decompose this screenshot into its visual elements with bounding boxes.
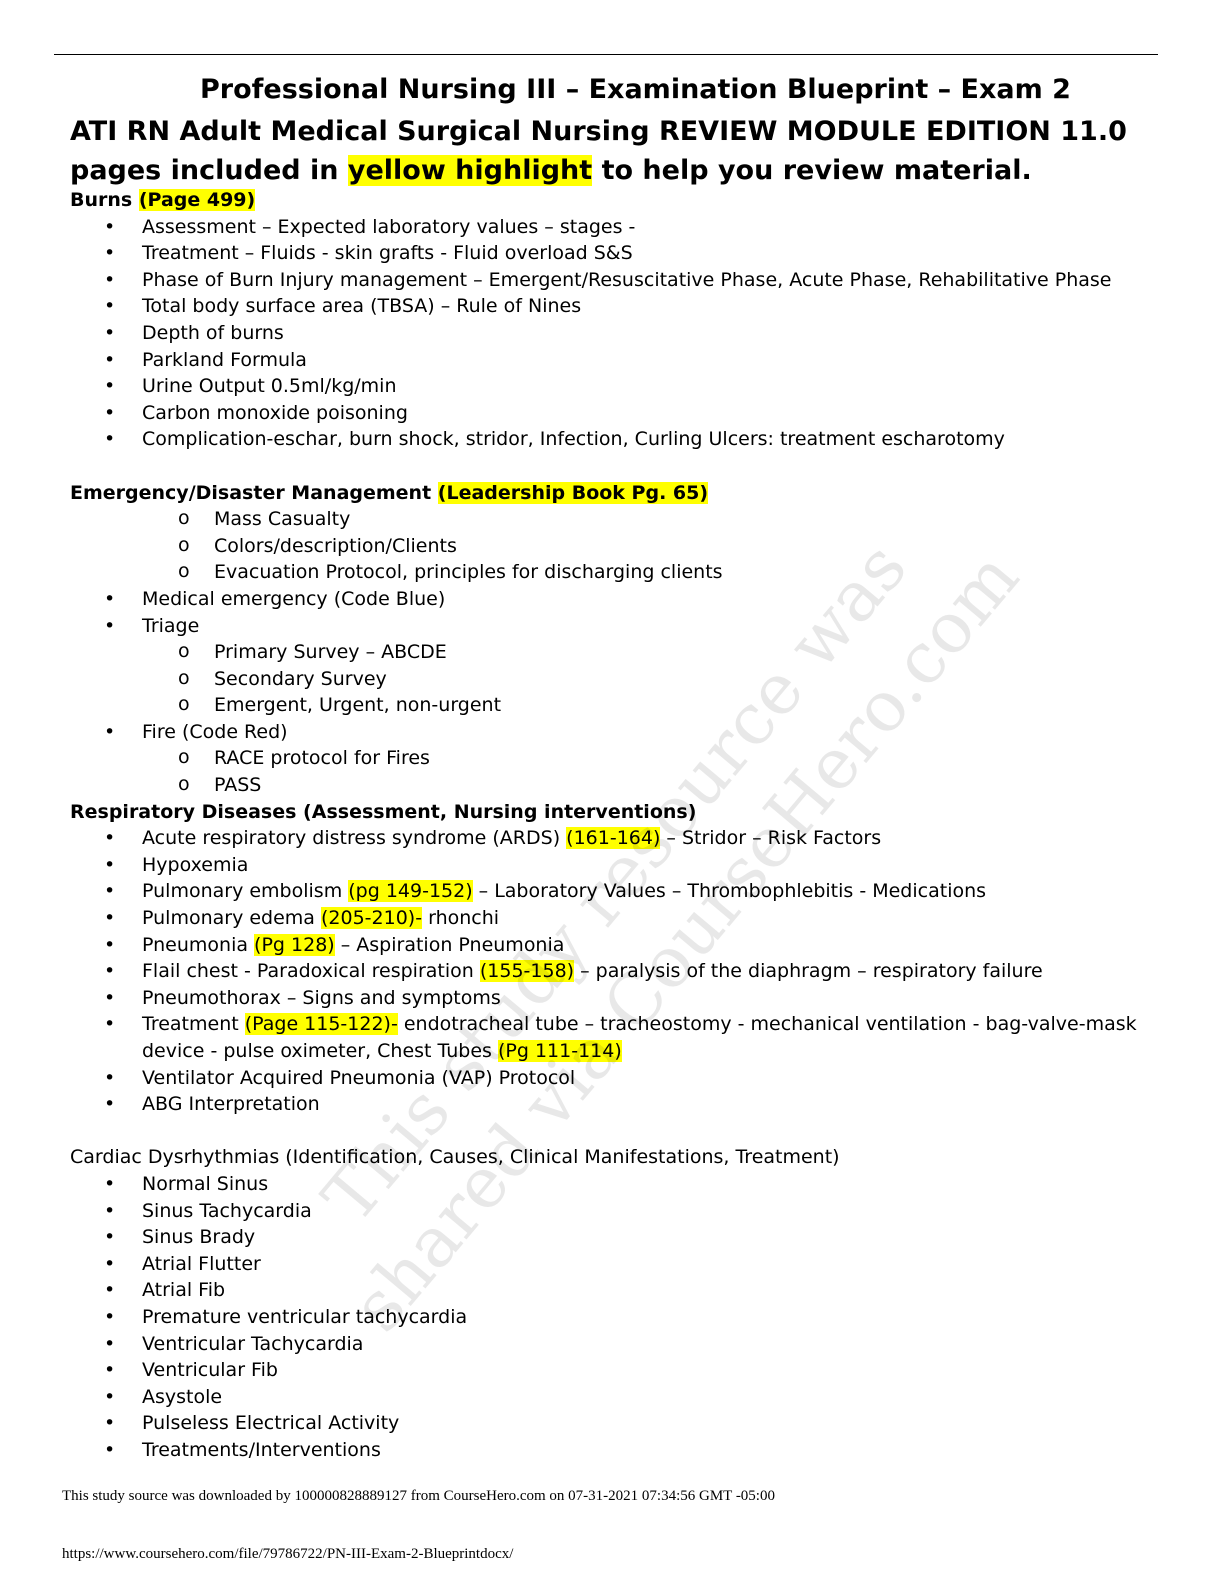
- emergency-page-ref: (Leadership Book Pg. 65): [437, 481, 709, 504]
- source-url[interactable]: https://www.coursehero.com/file/79786722…: [62, 1546, 514, 1562]
- list-item: ABG Interpretation: [70, 1091, 1150, 1118]
- burns-heading: Burns (Page 499): [70, 187, 1150, 214]
- subtitle-highlight: yellow highlight: [347, 155, 593, 186]
- item-text: Acute respiratory distress syndrome (ARD…: [142, 827, 567, 850]
- emergency-list: Medical emergency (Code Blue) Triage: [70, 586, 1150, 639]
- list-item: Complication-eschar, burn shock, stridor…: [70, 426, 1150, 453]
- list-item: Secondary Survey: [70, 665, 1150, 693]
- list-item: Treatment – Fluids - skin grafts - Fluid…: [70, 240, 1150, 267]
- burns-page-ref: (Page 499): [138, 189, 256, 211]
- page-ref-highlight: (161-164): [566, 827, 661, 850]
- list-item: Mass Casualty: [70, 505, 1150, 533]
- cardiac-heading: Cardiac Dysrhythmias (Identification, Ca…: [70, 1146, 840, 1169]
- list-item: Evacuation Protocol, principles for disc…: [70, 558, 1150, 586]
- respiratory-heading: Respiratory Diseases (Assessment, Nursin…: [70, 800, 697, 823]
- list-item: Carbon monoxide poisoning: [70, 400, 1150, 427]
- list-item: Urine Output 0.5ml/kg/min: [70, 373, 1150, 400]
- list-item: Atrial Fib: [70, 1277, 1150, 1304]
- list-item: Pneumonia (Pg 128) – Aspiration Pneumoni…: [70, 932, 1150, 959]
- document-title: Professional Nursing III – Examination B…: [200, 74, 1071, 105]
- respiratory-list: Acute respiratory distress syndrome (ARD…: [70, 825, 1150, 1118]
- list-item: Medical emergency (Code Blue): [70, 586, 1150, 613]
- list-item: PASS: [70, 771, 1150, 799]
- page-ref-highlight: (Pg 111-114): [497, 1040, 622, 1062]
- list-item: Normal Sinus: [70, 1171, 1150, 1198]
- list-item: Parkland Formula: [70, 347, 1150, 374]
- item-text: Flail chest - Paradoxical respiration: [142, 960, 480, 983]
- list-item: Pulmonary edema (205-210)- rhonchi: [70, 905, 1150, 932]
- page-ref-highlight: (205-210)-: [321, 907, 423, 930]
- list-item: Pulseless Electrical Activity: [70, 1410, 1150, 1437]
- list-item: Premature ventricular tachycardia: [70, 1304, 1150, 1331]
- document-body: Burns (Page 499) Assessment – Expected l…: [70, 187, 1150, 1464]
- emergency-sub-list: Mass Casualty Colors/description/Clients…: [70, 505, 1150, 586]
- list-item: Colors/description/Clients: [70, 532, 1150, 560]
- list-item: Sinus Tachycardia: [70, 1198, 1150, 1225]
- item-text: Pulmonary edema: [142, 907, 321, 930]
- subtitle-text-2: to help you review material.: [592, 155, 1032, 186]
- item-text: – paralysis of the diaphragm – respirato…: [574, 960, 1043, 983]
- document-subtitle: ATI RN Adult Medical Surgical Nursing RE…: [70, 112, 1160, 190]
- page-ref-highlight: (155-158): [479, 960, 575, 983]
- list-item: RACE protocol for Fires: [70, 744, 1150, 772]
- fire-list: Fire (Code Red): [70, 719, 1150, 746]
- item-text: – Stridor – Risk Factors: [660, 827, 882, 850]
- item-text: Treatment: [142, 1013, 245, 1036]
- fire-sub-list: RACE protocol for Fires PASS: [70, 744, 1150, 799]
- spacer: [70, 1118, 1150, 1145]
- list-item: Total body surface area (TBSA) – Rule of…: [70, 293, 1150, 320]
- item-text: – Aspiration Pneumonia: [334, 933, 565, 956]
- list-item: Acute respiratory distress syndrome (ARD…: [70, 825, 1150, 852]
- list-item: Treatment (Page 115-122)- endotracheal t…: [70, 1011, 1150, 1064]
- item-text: Pneumonia: [142, 933, 255, 956]
- list-item: Pneumothorax – Signs and symptoms: [70, 985, 1150, 1012]
- page-ref-highlight: (Pg 128): [254, 933, 335, 956]
- burns-heading-text: Burns: [70, 189, 139, 211]
- list-item: Fire (Code Red): [70, 719, 1150, 746]
- list-item: Primary Survey – ABCDE: [70, 638, 1150, 666]
- list-item: Flail chest - Paradoxical respiration (1…: [70, 958, 1150, 985]
- emergency-heading-text: Emergency/Disaster Management: [70, 481, 438, 504]
- item-text: – Laboratory Values – Thrombophlebitis -…: [472, 880, 987, 903]
- list-item: Emergent, Urgent, non-urgent: [70, 691, 1150, 719]
- item-text: rhonchi: [422, 907, 500, 930]
- list-item: Treatments/Interventions: [70, 1437, 1150, 1464]
- spacer: [70, 453, 1150, 480]
- list-item: Depth of burns: [70, 320, 1150, 347]
- top-rule: [54, 54, 1158, 55]
- list-item: Pulmonary embolism (pg 149-152) – Labora…: [70, 878, 1150, 905]
- triage-list: Primary Survey – ABCDE Secondary Survey …: [70, 638, 1150, 719]
- list-item: Ventricular Fib: [70, 1357, 1150, 1384]
- list-item: Asystole: [70, 1384, 1150, 1411]
- page-ref-highlight: (pg 149-152): [348, 880, 473, 903]
- burns-list: Assessment – Expected laboratory values …: [70, 214, 1150, 453]
- item-text: endotracheal tube – tracheostomy - mecha…: [142, 1013, 1137, 1062]
- list-item: Assessment – Expected laboratory values …: [70, 214, 1150, 241]
- item-text: Pulmonary embolism: [142, 880, 349, 903]
- list-item: Sinus Brady: [70, 1224, 1150, 1251]
- subtitle-text-1: ATI RN Adult Medical Surgical Nursing RE…: [70, 116, 1127, 186]
- download-note: This study source was downloaded by 1000…: [62, 1488, 775, 1504]
- list-item: Ventricular Tachycardia: [70, 1331, 1150, 1358]
- list-item: Hypoxemia: [70, 852, 1150, 879]
- page-ref-highlight: (Page 115-122)-: [244, 1013, 398, 1036]
- cardiac-list: Normal Sinus Sinus Tachycardia Sinus Bra…: [70, 1171, 1150, 1464]
- list-item: Atrial Flutter: [70, 1251, 1150, 1278]
- emergency-heading: Emergency/Disaster Management (Leadershi…: [70, 480, 1150, 507]
- list-item: Ventilator Acquired Pneumonia (VAP) Prot…: [70, 1065, 1150, 1092]
- list-item: Phase of Burn Injury management – Emerge…: [70, 267, 1150, 294]
- list-item: Triage: [70, 613, 1150, 640]
